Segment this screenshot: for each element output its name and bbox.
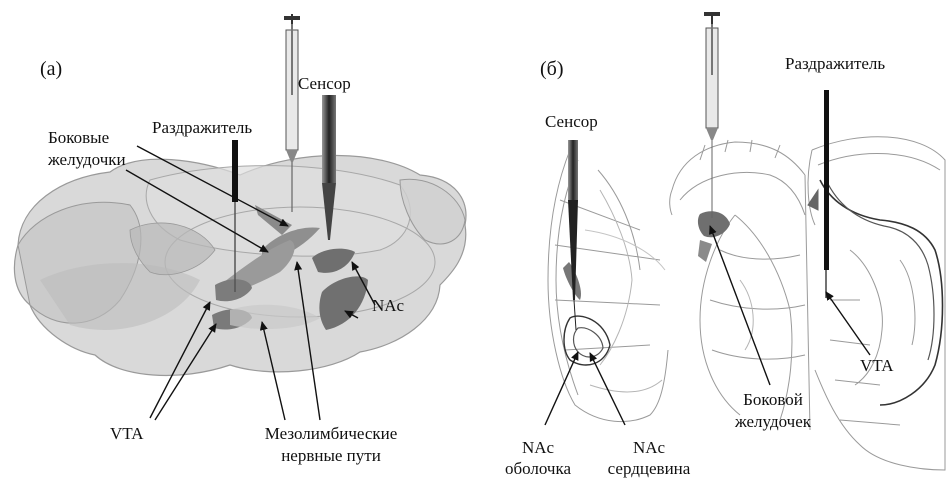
nac-core-label-line1: NAc: [594, 438, 704, 457]
ventricles-label-line1: Боковые: [48, 128, 109, 147]
nac-core-label-line2: сердцевина: [594, 459, 704, 478]
coronal-section-1: [548, 150, 668, 422]
nac-shell-label-line2: оболочка: [488, 459, 588, 478]
coronal-section-2: [670, 140, 810, 430]
vta-label-a: VTA: [110, 424, 144, 443]
ventricles-label-line2: желудочки: [48, 150, 126, 169]
stimulator-label-a: Раздражитель: [152, 118, 252, 137]
lateral-ventricle-section-2: [698, 211, 730, 237]
brain-3d-model: [14, 155, 466, 375]
pathway-label-line2: нервные пути: [225, 446, 437, 465]
ventricle-label-line2: желудочек: [718, 412, 828, 431]
syringe-b: [704, 12, 720, 218]
stimulator-electrode-b: [824, 90, 829, 298]
pathway-label-line1: Мезолимбические: [225, 424, 437, 443]
stimulator-label-b: Раздражитель: [785, 54, 885, 73]
sensor-label-b: Сенсор: [545, 112, 598, 131]
vta-label-b: VTA: [860, 356, 894, 375]
panel-a-label: (а): [40, 60, 62, 79]
nac-shell-label-line1: NAc: [488, 438, 588, 457]
nac-label-a: NAc: [372, 296, 404, 315]
sensor-label-a: Сенсор: [298, 74, 351, 93]
panel-b-label: (б): [540, 60, 564, 79]
ventricle-label-line1: Боковой: [718, 390, 828, 409]
ventricle-dark-mark: [698, 240, 712, 262]
